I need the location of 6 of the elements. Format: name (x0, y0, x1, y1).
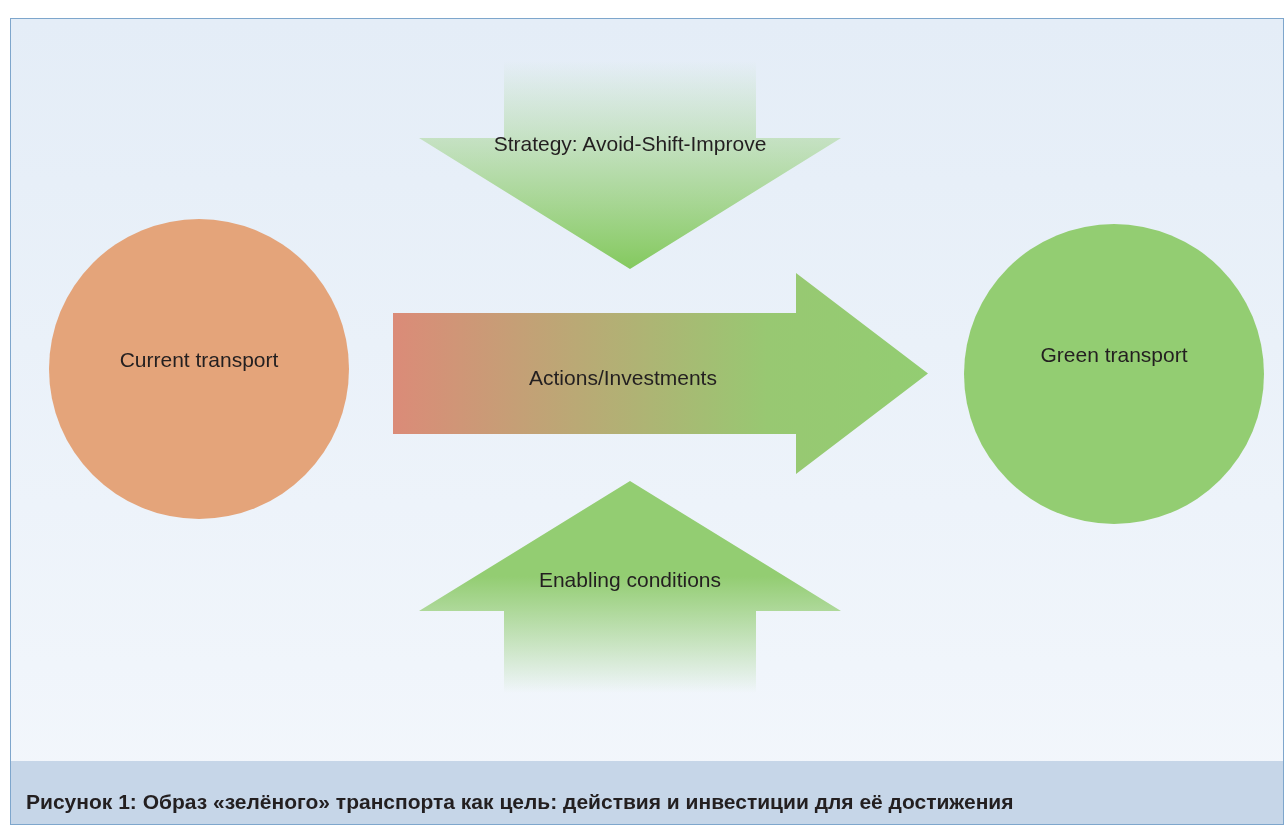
node-label: Strategy: Avoid-Shift-Improve (493, 131, 767, 157)
node-label: Actions/Investments (529, 365, 717, 391)
node-label: Green transport (1040, 342, 1188, 368)
node-label: Current transport (119, 347, 279, 373)
caption: Рисунок 1: Образ «зелёного» транспорта как цель: действия и инвестиции для её достижения (26, 788, 1014, 815)
node-label: Enabling conditions (538, 567, 722, 593)
